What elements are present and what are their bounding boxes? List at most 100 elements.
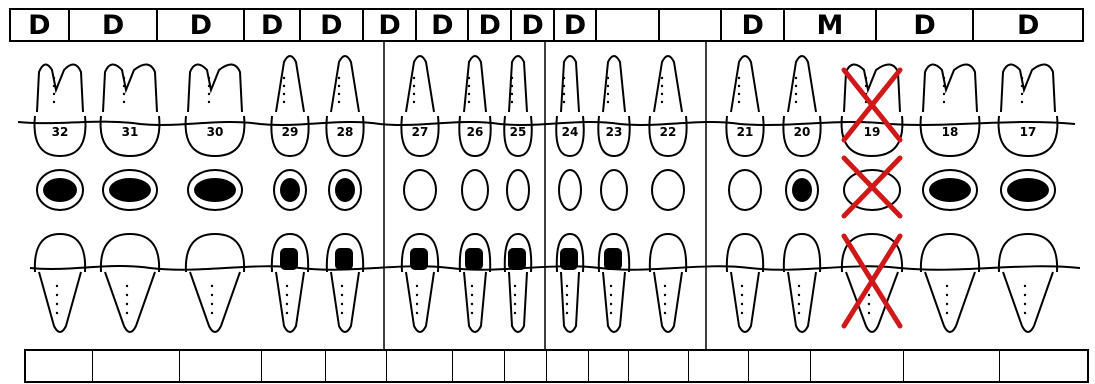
root-dot	[413, 93, 415, 95]
root-dot	[868, 312, 870, 314]
entry-cell[interactable]	[904, 351, 1001, 381]
root-dot	[946, 294, 948, 296]
root-dot	[563, 77, 565, 79]
root-dot	[798, 303, 800, 305]
root-dot	[286, 312, 288, 314]
lower-root	[603, 272, 625, 332]
root-dot	[661, 77, 663, 79]
entry-cell[interactable]	[811, 351, 904, 381]
tooth-number-29: 29	[282, 125, 299, 139]
root-dot	[795, 77, 797, 79]
tooth-number-28: 28	[337, 125, 354, 139]
occlusal-outline	[652, 170, 684, 210]
entry-cell[interactable]	[589, 351, 629, 381]
occlusal-restoration	[929, 178, 971, 202]
root-dot	[946, 312, 948, 314]
root-dot	[416, 285, 418, 287]
root-dot	[286, 285, 288, 287]
entry-cell[interactable]	[180, 351, 263, 381]
root-dot	[946, 303, 948, 305]
upper-root	[654, 56, 682, 112]
entry-cell[interactable]	[1000, 351, 1087, 381]
root-dot	[123, 101, 125, 103]
root-dot	[607, 93, 609, 95]
tooth-number-30: 30	[207, 125, 224, 139]
root-dot	[338, 77, 340, 79]
root-dot	[946, 285, 948, 287]
root-dot	[607, 101, 609, 103]
tooth-number-18: 18	[942, 125, 959, 139]
upper-root	[923, 64, 977, 112]
lower-root	[788, 272, 816, 332]
root-dot	[741, 294, 743, 296]
root-dot	[1024, 303, 1026, 305]
root-dot	[341, 285, 343, 287]
lower-root	[39, 272, 81, 332]
root-dot	[610, 294, 612, 296]
root-dot	[511, 93, 513, 95]
root-dot	[664, 312, 666, 314]
root-dot	[943, 85, 945, 87]
lower-root	[925, 272, 975, 332]
lower-crown	[921, 234, 979, 272]
root-dot	[798, 294, 800, 296]
root-dot	[738, 101, 740, 103]
entry-cell[interactable]	[505, 351, 547, 381]
entry-cell[interactable]	[326, 351, 387, 381]
root-dot	[661, 101, 663, 103]
root-dot	[868, 303, 870, 305]
entry-cell[interactable]	[262, 351, 326, 381]
root-dot	[607, 85, 609, 87]
root-dot	[514, 294, 516, 296]
root-dot	[211, 285, 213, 287]
root-dot	[1021, 85, 1023, 87]
root-dot	[416, 303, 418, 305]
occlusal-restoration	[335, 178, 355, 202]
root-dot	[566, 285, 568, 287]
root-dot	[413, 77, 415, 79]
upper-root	[103, 64, 157, 112]
root-dot	[471, 285, 473, 287]
lower-crown	[650, 234, 686, 272]
root-dot	[471, 303, 473, 305]
upper-root	[276, 56, 304, 112]
lower-root	[731, 272, 759, 332]
root-dot	[610, 303, 612, 305]
entry-cell[interactable]	[93, 351, 180, 381]
occlusal-outline	[559, 170, 581, 210]
root-dot	[338, 101, 340, 103]
root-dot	[126, 312, 128, 314]
lower-restoration	[410, 248, 428, 270]
occlusal-restoration	[792, 178, 812, 202]
upper-root	[406, 56, 434, 112]
occlusal-restoration	[109, 178, 151, 202]
root-dot	[798, 285, 800, 287]
entry-cell[interactable]	[26, 351, 93, 381]
root-dot	[566, 294, 568, 296]
root-dot	[664, 303, 666, 305]
entry-cell[interactable]	[749, 351, 811, 381]
upper-root	[188, 64, 242, 112]
entry-cell[interactable]	[453, 351, 505, 381]
occlusal-restoration	[194, 178, 236, 202]
upper-root	[788, 56, 816, 112]
root-dot	[208, 85, 210, 87]
entry-cell[interactable]	[689, 351, 749, 381]
root-dot	[566, 312, 568, 314]
root-dot	[468, 93, 470, 95]
root-dot	[341, 294, 343, 296]
lower-gum-line	[30, 266, 1080, 270]
root-dot	[211, 312, 213, 314]
entry-cell[interactable]	[629, 351, 689, 381]
lower-root	[464, 272, 486, 332]
root-dot	[283, 77, 285, 79]
upper-root	[1001, 64, 1055, 112]
entry-cell[interactable]	[387, 351, 453, 381]
root-dot	[566, 303, 568, 305]
root-dot	[563, 93, 565, 95]
root-dot	[865, 77, 867, 79]
root-dot	[126, 285, 128, 287]
root-dot	[468, 101, 470, 103]
root-dot	[123, 85, 125, 87]
entry-cell[interactable]	[547, 351, 590, 381]
